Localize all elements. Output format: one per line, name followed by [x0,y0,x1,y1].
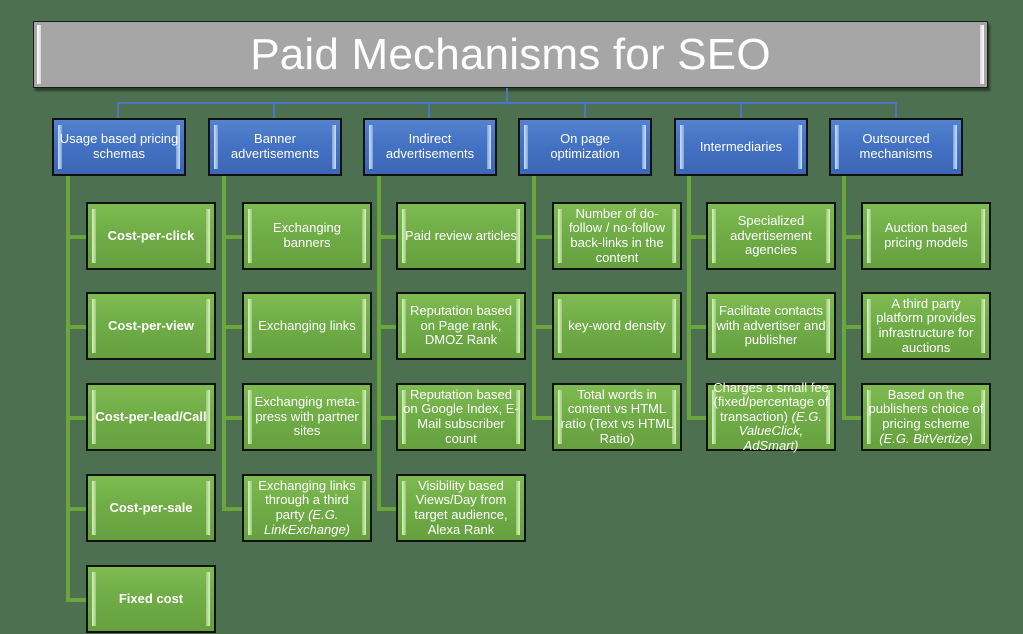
category-drop-connector-5 [740,102,742,118]
category-label: On page optimization [550,131,620,161]
item-box-3-4[interactable]: Visibility based Views/Day from target a… [396,474,526,542]
category-box-banner-advertisements[interactable]: Banner advertisements [208,118,342,176]
item-label-emphasis: (E.G. LinkExchange) [264,507,350,537]
item-label: Exchanging meta-press with partner sites [254,394,360,439]
item-stub-connector-3-2 [377,325,399,329]
category-box-outsourced-mechanisms[interactable]: Outsourced mechanisms [829,118,963,176]
item-label: Cost-per-lead/Call [95,408,207,424]
item-label: Based on the publishers choice of pricin… [868,386,984,446]
item-stub-connector-2-1 [222,235,244,239]
item-trunk-connector-5 [687,176,691,418]
item-stub-connector-4-2 [532,325,554,329]
page-title: Paid Mechanisms for SEO [250,29,771,79]
item-label: Specialized advertisement agencies [730,213,812,258]
item-label: Paid review articles [405,227,517,243]
item-stub-connector-1-3 [66,416,88,420]
item-stub-connector-2-2 [222,325,244,329]
item-label: Number of do-follow / no-follow back-lin… [568,205,666,265]
item-box-5-1[interactable]: Specialized advertisement agencies [706,202,836,270]
item-label: Facilitate contacts with advertiser and … [716,303,826,348]
category-label: Outsourced mechanisms [859,131,933,161]
category-box-usage-based-pricing-schemas[interactable]: Usage based pricing schemas [52,118,186,176]
item-box-4-1[interactable]: Number of do-follow / no-follow back-lin… [552,202,682,270]
item-label: Charges a small fee (fixed/percentage of… [713,379,829,453]
item-label: Exchanging links [258,317,356,333]
item-box-3-3[interactable]: Reputation based on Google Index, E-Mail… [396,383,526,451]
category-bus-connector [117,102,896,104]
category-label: Usage based pricing schemas [59,131,179,161]
item-stub-connector-4-3 [532,416,554,420]
item-stub-connector-2-3 [222,416,244,420]
item-box-2-4[interactable]: Exchanging links through a third party (… [242,474,372,542]
item-stub-connector-4-1 [532,235,554,239]
item-label: Reputation based on Page rank, DMOZ Rank [410,303,512,348]
item-stub-connector-6-1 [842,235,864,239]
item-box-2-1[interactable]: Exchanging banners [242,202,372,270]
item-box-3-1[interactable]: Paid review articles [396,202,526,270]
item-box-6-3[interactable]: Based on the publishers choice of pricin… [861,383,991,451]
category-drop-connector-2 [273,102,275,118]
item-label: A third party platform provides infrastr… [876,295,976,355]
item-box-1-3[interactable]: Cost-per-lead/Call [86,383,216,451]
item-stub-connector-2-4 [222,507,244,511]
item-label: Auction based pricing models [884,220,968,250]
item-trunk-connector-6 [842,176,846,418]
item-trunk-connector-3 [377,176,381,509]
item-label: Exchanging banners [273,220,341,250]
item-label: Reputation based on Google Index, E-Mail… [403,386,519,446]
item-stub-connector-1-2 [66,325,88,329]
item-box-1-4[interactable]: Cost-per-sale [86,474,216,542]
item-stub-connector-5-2 [687,325,709,329]
item-stub-connector-3-3 [377,416,399,420]
item-label: Cost-per-sale [109,499,193,515]
item-label: key-word density [568,317,666,333]
item-trunk-connector-1 [66,176,70,600]
item-stub-connector-5-1 [687,235,709,239]
item-label: Cost-per-view [108,317,194,333]
item-trunk-connector-2 [222,176,226,509]
item-box-5-3[interactable]: Charges a small fee (fixed/percentage of… [706,379,836,453]
item-box-1-2[interactable]: Cost-per-view [86,292,216,360]
item-box-2-3[interactable]: Exchanging meta-press with partner sites [242,383,372,451]
title-stem-connector [506,88,508,103]
item-stub-connector-3-4 [377,507,399,511]
item-box-3-2[interactable]: Reputation based on Page rank, DMOZ Rank [396,292,526,360]
item-label-emphasis: (E.G. BitVertize) [879,430,973,446]
item-box-4-2[interactable]: key-word density [552,292,682,360]
item-stub-connector-6-3 [842,416,864,420]
item-label: Exchanging links through a third party (… [258,477,356,537]
item-trunk-connector-4 [532,176,536,418]
category-drop-connector-6 [895,102,897,118]
category-label: Banner advertisements [230,131,320,161]
item-box-1-5[interactable]: Fixed cost [86,565,216,633]
item-label-emphasis: (E.G. ValueClick, AdSmart) [738,408,822,453]
item-box-2-2[interactable]: Exchanging links [242,292,372,360]
item-label: Total words in content vs HTML ratio (Te… [560,386,674,446]
category-drop-connector-1 [117,102,119,118]
category-label: Intermediaries [699,138,783,154]
item-stub-connector-1-1 [66,235,88,239]
item-box-6-2[interactable]: A third party platform provides infrastr… [861,292,991,360]
category-label: Indirect advertisements [385,131,475,161]
category-drop-connector-4 [584,102,586,118]
item-stub-connector-6-2 [842,325,864,329]
item-box-4-3[interactable]: Total words in content vs HTML ratio (Te… [552,383,682,451]
category-drop-connector-3 [428,102,430,118]
item-box-1-1[interactable]: Cost-per-click [86,202,216,270]
item-label: Visibility based Views/Day from target a… [414,477,508,537]
category-box-intermediaries[interactable]: Intermediaries [674,118,808,176]
item-box-5-2[interactable]: Facilitate contacts with advertiser and … [706,292,836,360]
item-label: Fixed cost [118,590,184,606]
item-stub-connector-3-1 [377,235,399,239]
diagram-title-banner: Paid Mechanisms for SEO [33,21,988,88]
item-stub-connector-1-5 [66,598,88,602]
category-box-indirect-advertisements[interactable]: Indirect advertisements [363,118,497,176]
item-stub-connector-5-3 [687,416,709,420]
item-box-6-1[interactable]: Auction based pricing models [861,202,991,270]
item-label: Cost-per-click [107,227,195,243]
category-box-on-page-optimization[interactable]: On page optimization [518,118,652,176]
item-stub-connector-1-4 [66,507,88,511]
